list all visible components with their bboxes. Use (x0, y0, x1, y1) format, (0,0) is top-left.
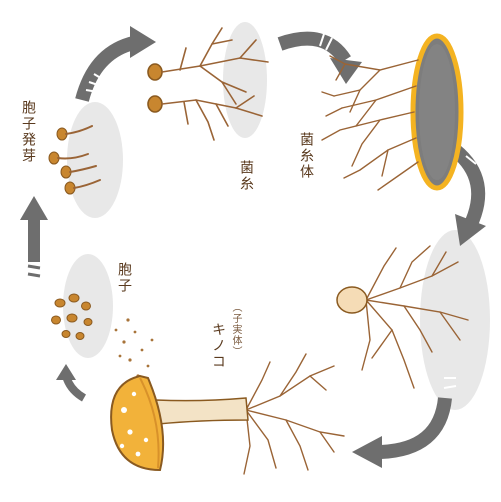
blob-hyphae (223, 22, 267, 138)
label-spore: 胞子 (114, 262, 134, 294)
label-spore-germination: 胞子発芽 (18, 100, 38, 164)
mature-mushroom-group (111, 354, 344, 474)
label-hyphae: 菌糸 (236, 160, 256, 192)
label-mushroom: キノコ (208, 322, 228, 370)
arrow-mycelium-to-young (455, 148, 486, 246)
arrow-mushroom-to-spores (56, 364, 84, 398)
arrow-hyphae-to-mycelium (280, 34, 362, 84)
blob-germination (67, 102, 123, 218)
arrow-germination-to-hyphae (82, 26, 156, 100)
label-mycelium: 菌糸体 (296, 132, 316, 180)
blob-mushroom-mycelium (420, 230, 490, 410)
arrow-spores-to-germination (20, 196, 48, 276)
spore-dots (115, 318, 154, 377)
mushroom-stem (156, 398, 248, 424)
label-fruiting-body: （子実体） (228, 302, 243, 357)
